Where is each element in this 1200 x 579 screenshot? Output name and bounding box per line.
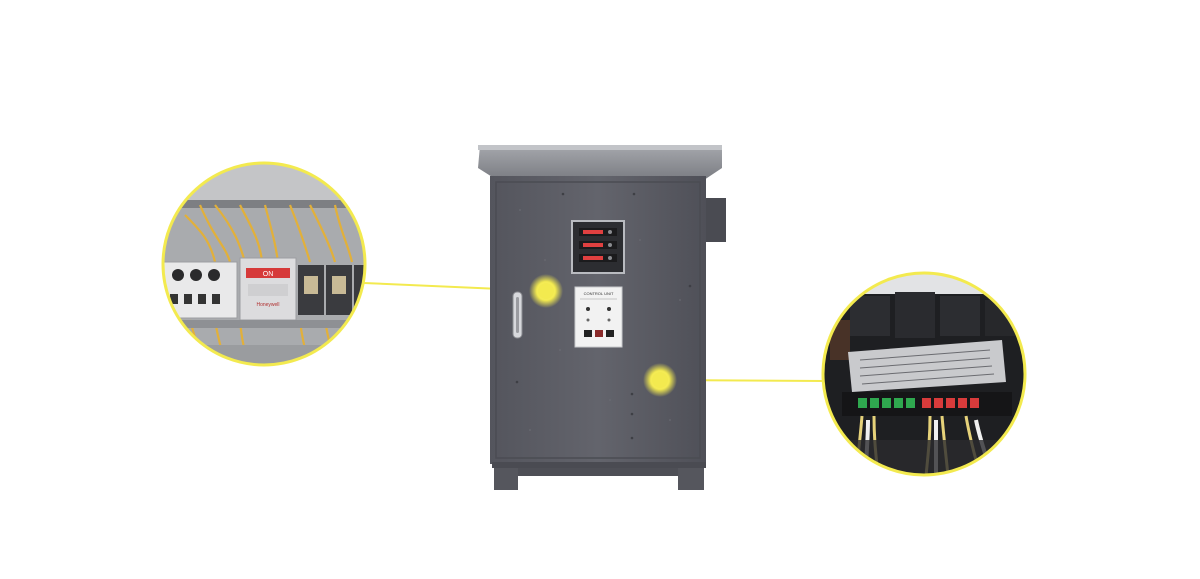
relay-on-label: ON xyxy=(263,271,274,278)
control-label-plate: CONTROL UNIT xyxy=(574,286,623,348)
relay-brand-label: Honeywell xyxy=(256,302,279,308)
control-label-title: CONTROL UNIT xyxy=(584,291,614,296)
left-hotspot[interactable] xyxy=(529,274,563,308)
right-callout-terminal-detail xyxy=(821,271,1027,477)
door-handle xyxy=(512,291,523,339)
left-callout-wiring-detail: ON Honeywell xyxy=(161,161,367,367)
right-hotspot[interactable] xyxy=(643,363,677,397)
control-cabinet: CONTROL UNIT xyxy=(478,145,726,490)
digital-meter-panel xyxy=(571,220,625,274)
